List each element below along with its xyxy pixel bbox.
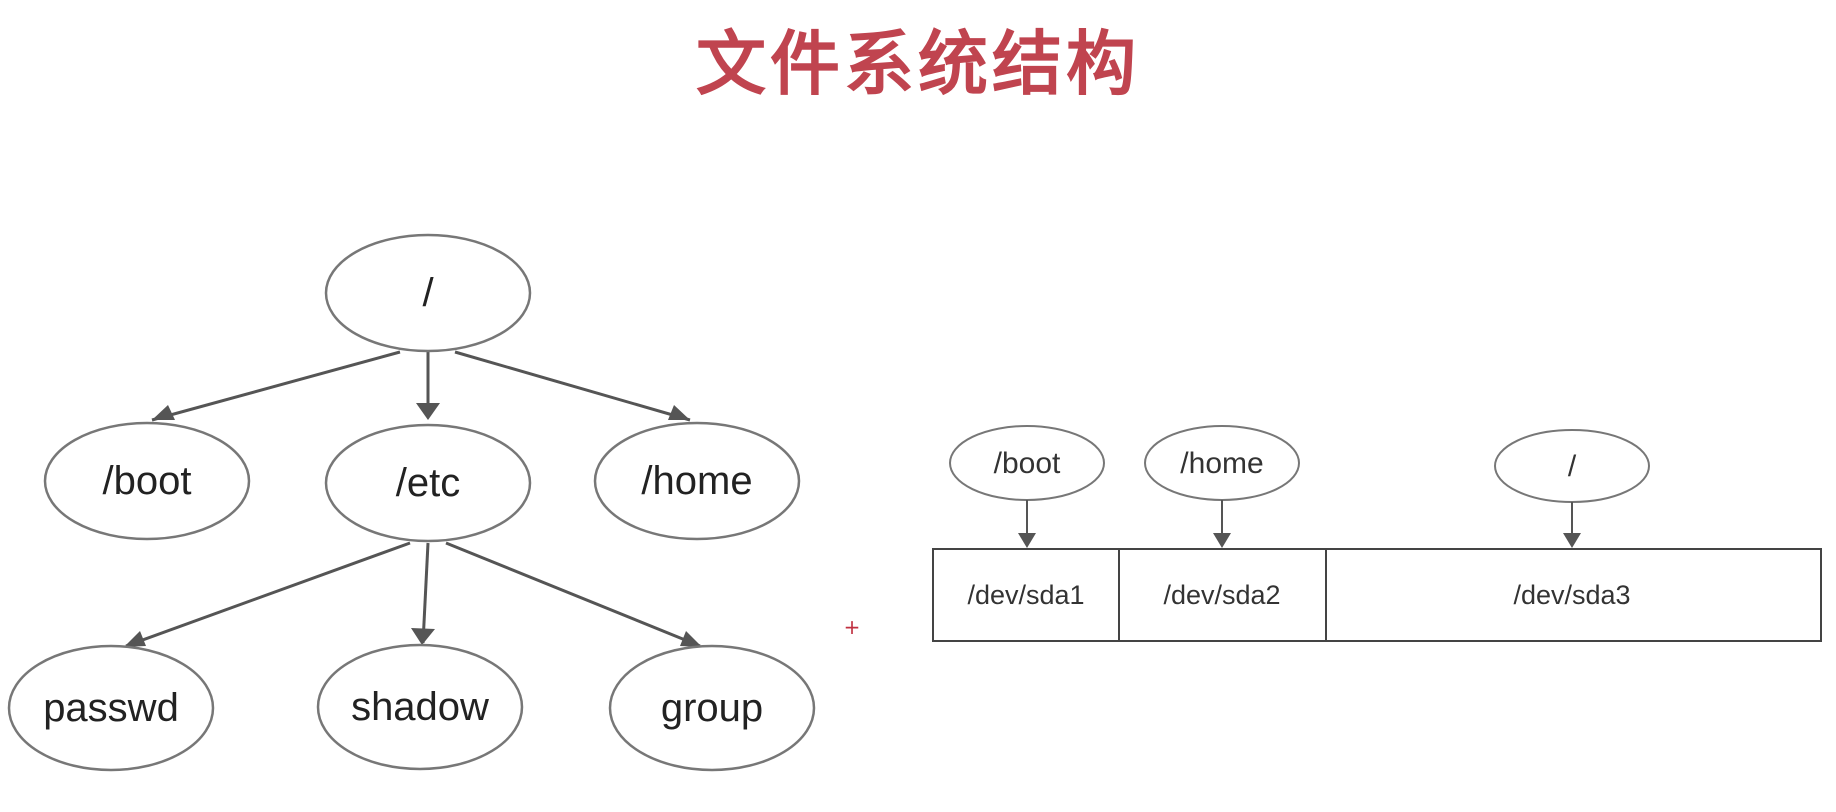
mount-point-home-label: /home (1180, 447, 1263, 480)
edge-etc-shadow (421, 542, 430, 644)
tree-node-home: /home (593, 421, 801, 541)
slide-title: 文件系统结构 (696, 23, 1140, 105)
tree-node-boot-label: /boot (103, 459, 192, 503)
tree-node-root: / (324, 233, 532, 353)
partition-sda1-label: /dev/sda1 (967, 580, 1084, 610)
arrowhead-boot (152, 405, 175, 420)
mount-arrowhead-boot (1018, 533, 1036, 548)
tree-node-shadow: shadow (316, 643, 524, 771)
mount-point-home: /home (1144, 425, 1300, 501)
partition-sda1 (932, 548, 1120, 642)
tree-node-group-label: group (661, 686, 763, 730)
tree-node-group: group (608, 644, 816, 772)
edge-root-boot (151, 350, 401, 422)
tree-node-etc: /etc (324, 423, 532, 543)
tree-node-home-label: /home (641, 459, 752, 503)
tree-node-shadow-label: shadow (351, 685, 489, 729)
arrowhead-shadow (411, 628, 435, 645)
partition-sda2-label: /dev/sda2 (1163, 580, 1280, 610)
mount-point-root-label: / (1568, 450, 1577, 483)
tree-node-passwd-label: passwd (43, 686, 179, 730)
partition-sda3-label: /dev/sda3 (1513, 580, 1630, 610)
tree-node-boot: /boot (43, 421, 251, 541)
mount-point-root: / (1494, 429, 1650, 503)
tree-node-passwd: passwd (7, 644, 215, 772)
tree-edges (124, 350, 702, 648)
arrowhead-passwd (124, 631, 146, 647)
mount-point-boot-label: /boot (994, 447, 1061, 480)
tree-node-etc-label: /etc (396, 461, 460, 505)
disk-partition-bar: /dev/sda1 /dev/sda2 /dev/sda3 (932, 548, 1822, 642)
edge-etc-passwd (125, 541, 411, 648)
mount-arrowhead-home (1213, 533, 1231, 548)
partition-sda3 (1325, 548, 1822, 642)
mount-point-boot: /boot (949, 425, 1105, 501)
tree-node-root-label: / (422, 271, 434, 315)
partition-sda2 (1118, 548, 1327, 642)
arrowhead-etc (416, 403, 440, 420)
edge-root-home (454, 350, 691, 422)
partition-diagram: /boot /home / /dev/sda1 (932, 425, 1822, 642)
arrowhead-group (680, 631, 702, 647)
mount-arrowhead-root (1563, 533, 1581, 548)
arrowhead-home (668, 405, 690, 420)
plus-mark: + (844, 615, 861, 639)
edge-etc-group (445, 541, 701, 648)
